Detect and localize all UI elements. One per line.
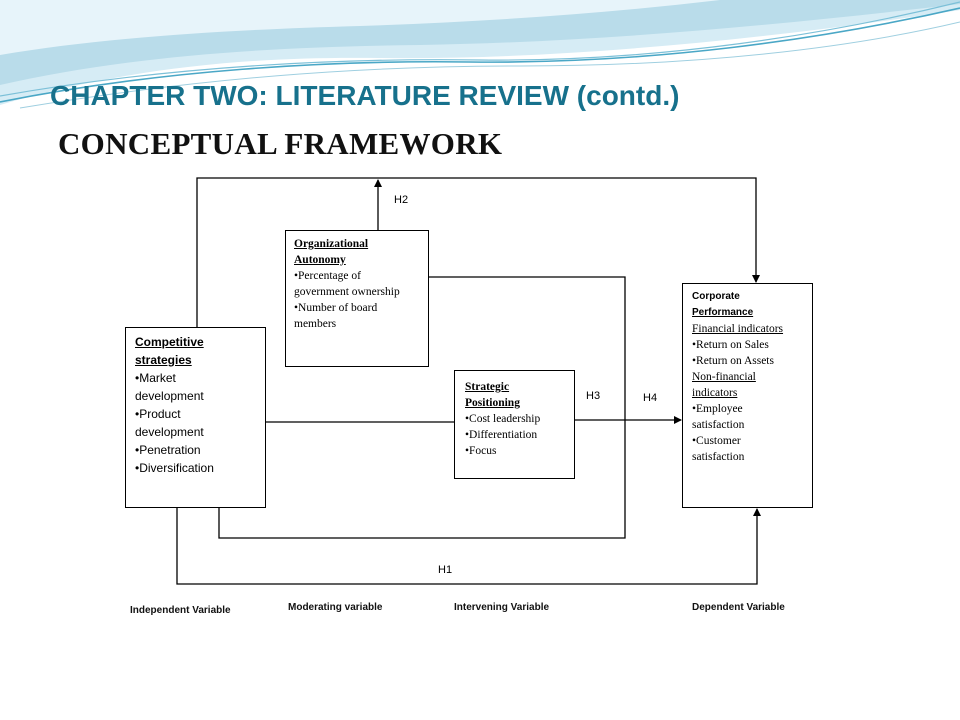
h4-label: H4 [637, 388, 665, 408]
strategic-positioning-box: Strategic Positioning Cost leadership Di… [454, 370, 575, 479]
competitive-item: Penetration [135, 441, 259, 459]
performance-item: Return on Sales [692, 337, 806, 353]
wave-fill-top [0, 0, 720, 55]
autonomy-heading-line2: Autonomy [294, 254, 346, 266]
autonomy-item-cont: members [294, 318, 337, 330]
positioning-item: Focus [465, 443, 568, 459]
intervening-variable-label: Intervening Variable [446, 594, 591, 622]
arrow-competitive-to-performance-top [196, 177, 760, 327]
autonomy-moderating-loop [218, 276, 626, 539]
positioning-heading-line2: Positioning [465, 397, 520, 409]
competitive-item-cont: development [135, 425, 204, 439]
autonomy-heading-line1: Organizational [294, 238, 369, 250]
nonfinancial-heading-line2: indicators [692, 387, 738, 399]
wave-line-3 [19, 21, 960, 109]
autonomy-item: Percentage of [294, 268, 422, 284]
performance-item-cont: satisfaction [692, 419, 745, 431]
performance-item: Employee [692, 401, 806, 417]
h1-label: H1 [430, 558, 468, 582]
competitive-item: Diversification [135, 459, 259, 477]
competitive-heading-line2: strategies [135, 353, 192, 367]
h2-label: H2 [388, 188, 430, 212]
positioning-heading-line1: Strategic [465, 381, 510, 393]
competitive-heading-line1: Competitive [135, 335, 204, 349]
slide-title: CHAPTER TWO: LITERATURE REVIEW (contd.) [50, 80, 680, 111]
financial-indicators-heading: Financial indicators [692, 323, 784, 335]
performance-heading-line1: Corporate [692, 291, 740, 302]
competitive-item: Market [135, 369, 259, 387]
moderating-variable-label: Moderating variable [282, 594, 422, 622]
competitive-item-cont: development [135, 389, 204, 403]
organizational-autonomy-box: Organizational Autonomy Percentage of go… [285, 230, 429, 367]
positioning-item: Differentiation [465, 427, 568, 443]
autonomy-item: Number of board [294, 300, 422, 316]
competitive-item: Product [135, 405, 259, 423]
wave-banner [0, 0, 960, 109]
nonfinancial-heading-line1: Non-financial [692, 371, 756, 383]
autonomy-item-cont: government ownership [294, 286, 400, 298]
wave-line-2 [0, 1, 960, 97]
arrow-h1 [176, 507, 761, 585]
performance-item: Customer [692, 433, 806, 449]
competitive-strategies-box: Competitive strategies Market developmen… [125, 327, 266, 508]
slide-subtitle: CONCEPTUAL FRAMEWORK [58, 126, 503, 161]
dependent-variable-label: Dependent Variable [686, 594, 829, 622]
positioning-item: Cost leadership [465, 411, 568, 427]
performance-heading-line2: Performance [692, 307, 754, 318]
corporate-performance-box: Corporate Performance Financial indicato… [682, 283, 813, 508]
performance-item-cont: satisfaction [692, 451, 745, 463]
h3-label: H3 [580, 386, 606, 406]
independent-variable-label: Independent Variable [119, 596, 264, 624]
performance-item: Return on Assets [692, 353, 806, 369]
wave-line-1 [0, 7, 960, 103]
